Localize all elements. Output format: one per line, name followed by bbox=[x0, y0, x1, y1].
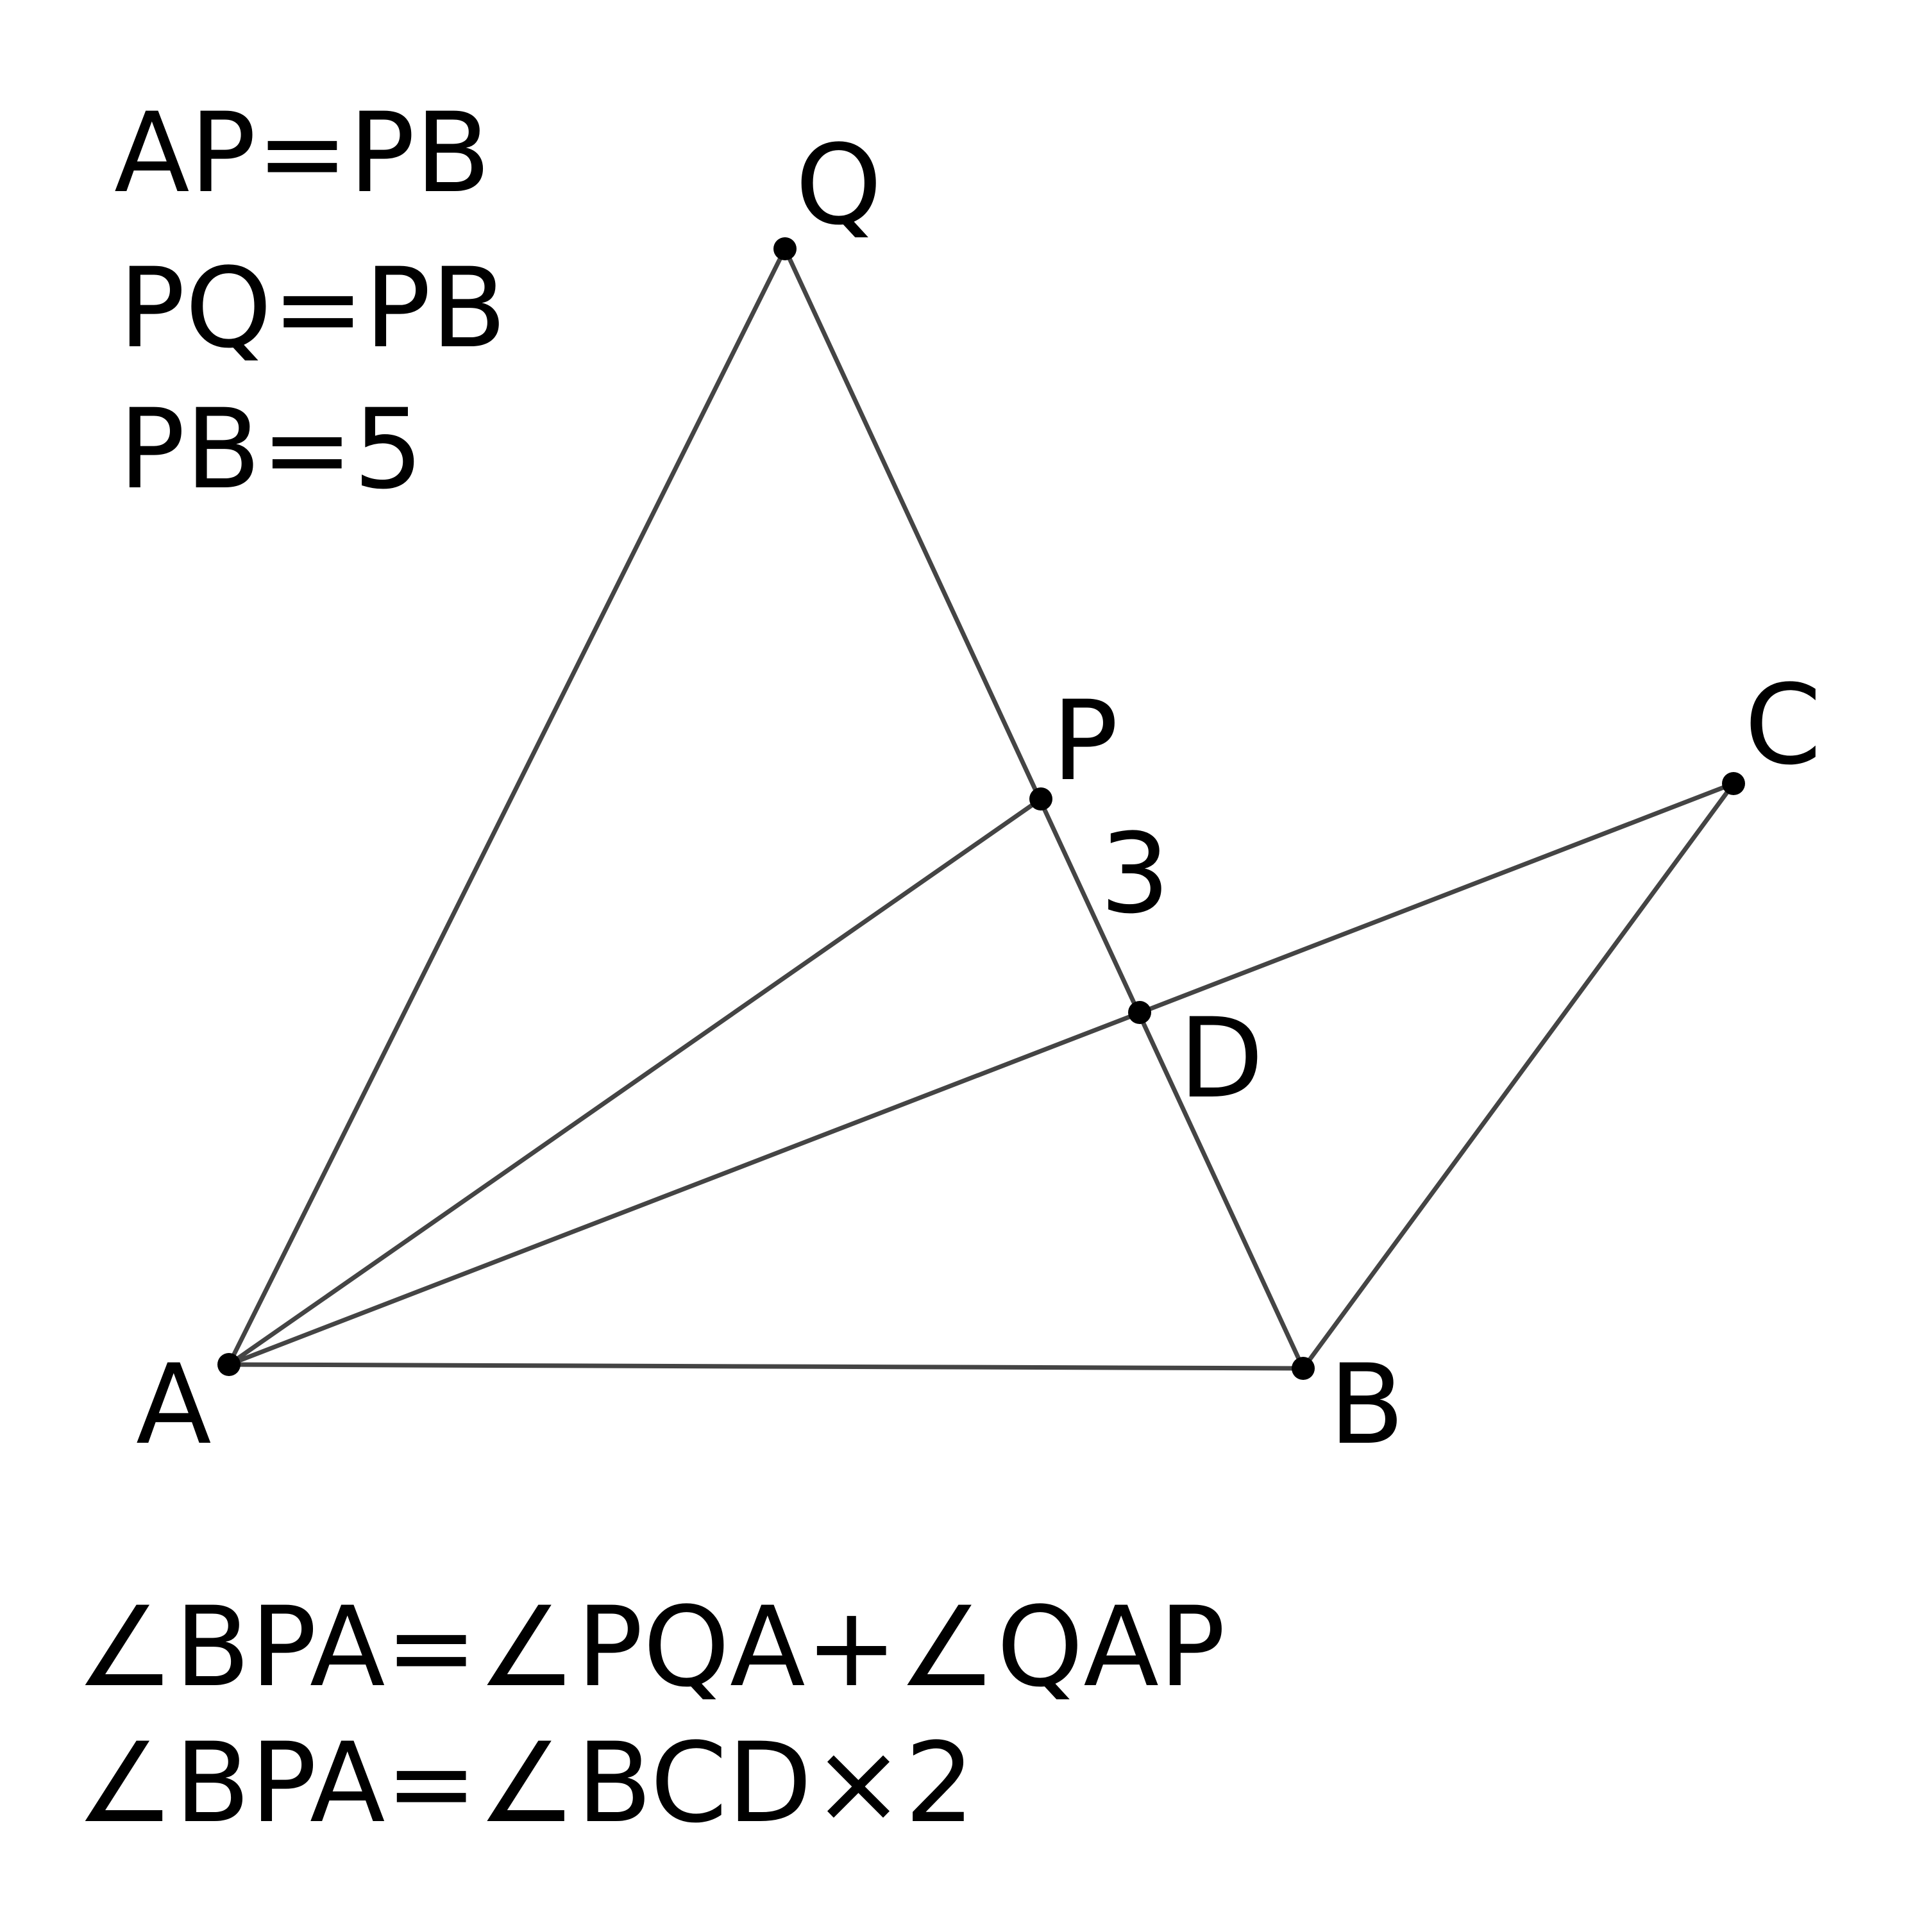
point-A bbox=[217, 1353, 240, 1376]
segment-BC bbox=[1301, 781, 1736, 1371]
label-C: C bbox=[1744, 660, 1821, 789]
point-Q bbox=[773, 237, 797, 260]
point-P bbox=[1029, 787, 1052, 811]
point-B bbox=[1292, 1357, 1315, 1380]
condition-1: AP=PB bbox=[114, 88, 491, 217]
angle-relation-1: ∠BPA=∠PQA+∠QAP bbox=[76, 1583, 1226, 1711]
condition-2: PQ=PB bbox=[119, 244, 507, 373]
label-Q: Q bbox=[795, 121, 882, 249]
label-D: D bbox=[1179, 994, 1263, 1123]
point-C bbox=[1722, 772, 1745, 795]
label-PD-length: 3 bbox=[1100, 809, 1170, 938]
label-A: A bbox=[136, 1340, 212, 1469]
segment-AB bbox=[226, 1362, 1306, 1371]
point-D bbox=[1128, 1001, 1151, 1024]
segment-AQ bbox=[226, 246, 788, 1367]
label-P: P bbox=[1052, 676, 1118, 805]
segment-AP bbox=[226, 796, 1043, 1367]
segment-AC bbox=[226, 781, 1736, 1367]
condition-3: PB=5 bbox=[119, 385, 423, 514]
angle-relation-2: ∠BPA=∠BCD×2 bbox=[76, 1718, 975, 1847]
label-B: B bbox=[1329, 1340, 1405, 1469]
